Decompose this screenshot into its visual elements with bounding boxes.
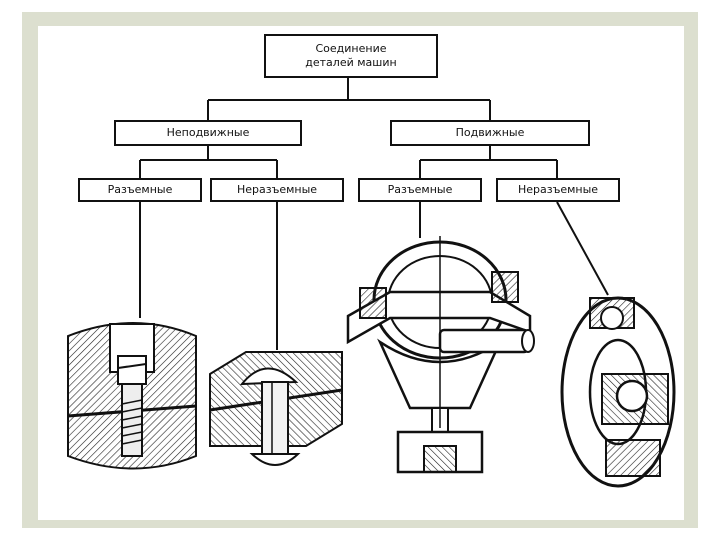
ball-bearing-icon (560, 296, 676, 488)
node-movable-detachable-label: Разъемные (387, 183, 453, 196)
node-movable-label: Подвижные (455, 126, 525, 139)
node-fixed-detachable: Разъемные (78, 178, 202, 202)
node-movable-permanent: Неразъемные (496, 178, 620, 202)
root-label-line-2: деталей машин (305, 56, 397, 69)
node-fixed-permanent: Неразъемные (210, 178, 344, 202)
split-bearing-housing-icon (346, 236, 535, 474)
root-label-line-1: Соединение (315, 42, 387, 55)
bolted-joint-cutaway-icon (67, 322, 197, 470)
node-fixed: Неподвижные (114, 120, 302, 146)
node-movable: Подвижные (390, 120, 590, 146)
node-fixed-label: Неподвижные (166, 126, 250, 139)
root-node: Соединение деталей машин (264, 34, 438, 78)
node-fixed-permanent-label: Неразъемные (236, 183, 318, 196)
riveted-joint-cutaway-icon (209, 351, 343, 466)
node-movable-detachable: Разъемные (358, 178, 482, 202)
node-fixed-detachable-label: Разъемные (107, 183, 173, 196)
node-movable-permanent-label: Неразъемные (517, 183, 599, 196)
